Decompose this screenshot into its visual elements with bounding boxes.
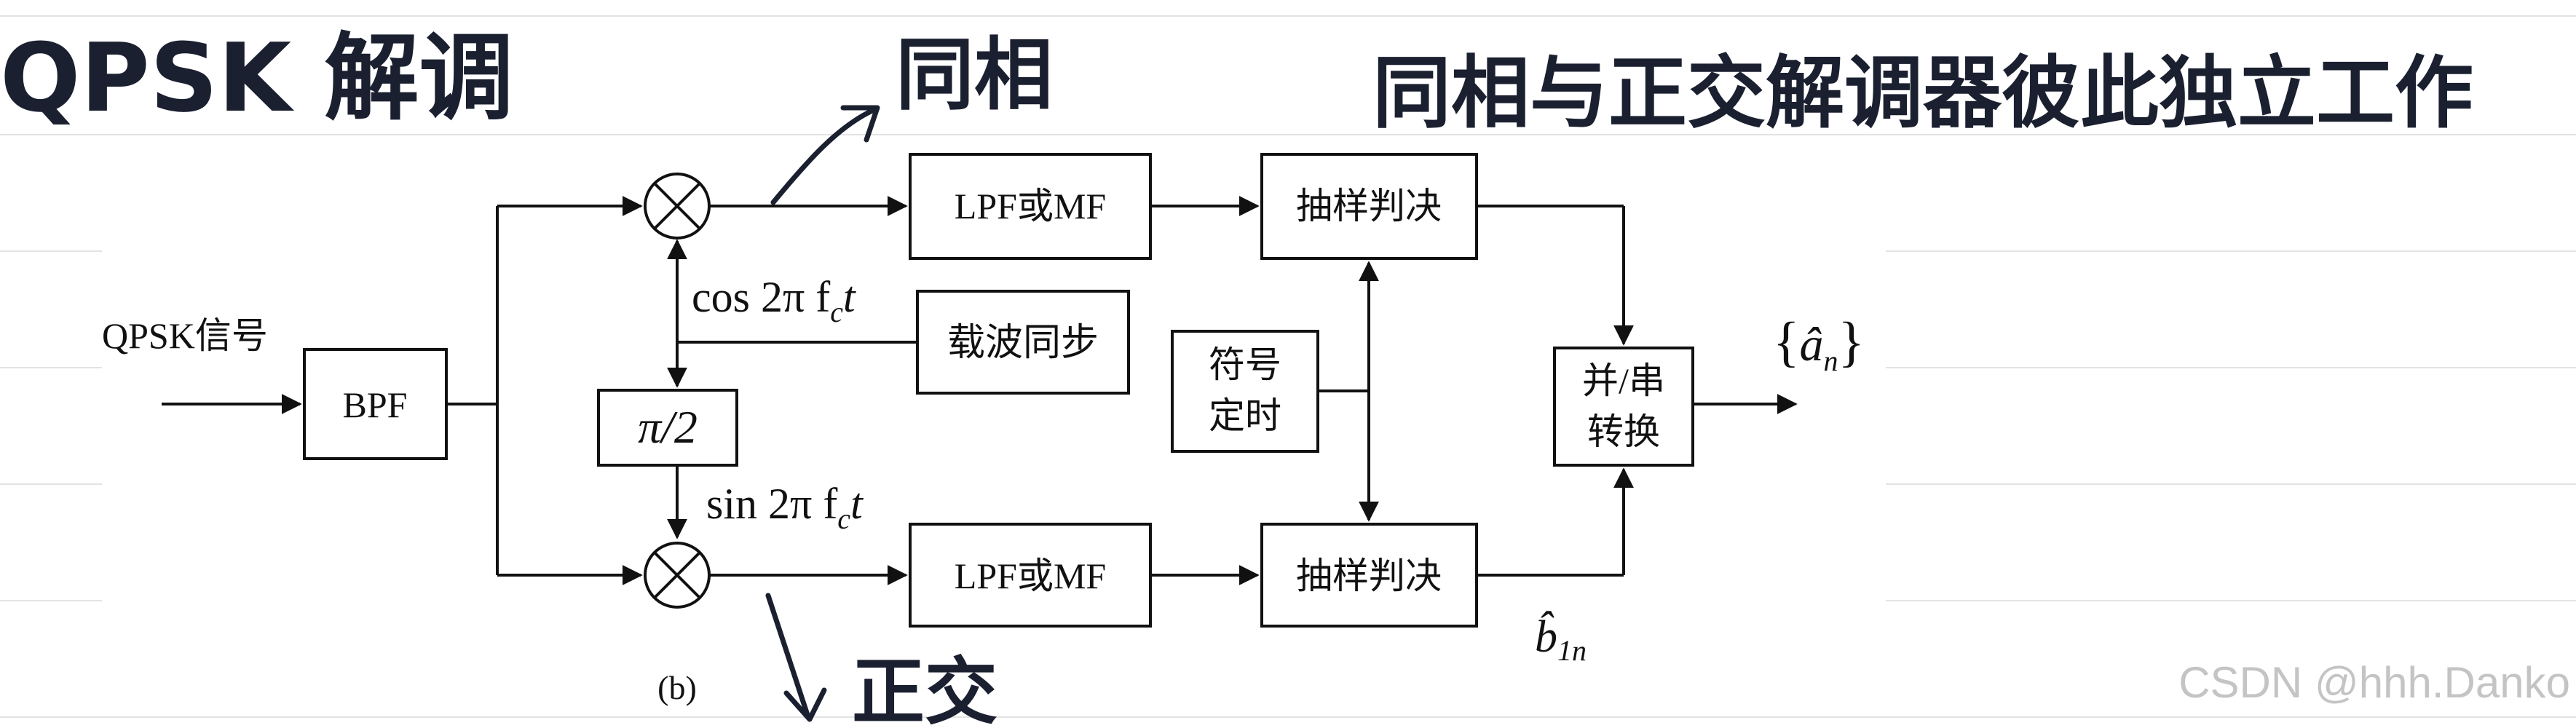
- multiplier-bottom: [644, 542, 711, 609]
- symbol-timing-line1: 符号: [1209, 344, 1281, 385]
- bottom-output-label: b̂1n: [1535, 612, 1587, 667]
- sin-label-main: sin 2π f: [706, 480, 837, 528]
- symbol-timing-line2: 定时: [1209, 395, 1281, 436]
- bottom-output-sub: 1n: [1557, 634, 1587, 667]
- output-var: â: [1799, 318, 1823, 371]
- sampler-bottom-block: [1260, 523, 1478, 628]
- symbol-timing-block: [1171, 330, 1319, 453]
- carrier-sync-label: 载波同步: [947, 323, 1099, 364]
- notes-title: QPSK 解调: [0, 23, 513, 133]
- bpf-label: BPF: [343, 384, 408, 425]
- carrier-sync-block: [916, 290, 1130, 395]
- sin-label-tail: t: [850, 480, 864, 528]
- cos-label: cos 2π fct: [692, 273, 856, 328]
- lpf-bottom-label: LPF或MF: [955, 555, 1106, 596]
- sampler-top-block: [1260, 153, 1478, 260]
- bpf-block: [303, 348, 448, 460]
- input-label: QPSK信号: [102, 315, 268, 356]
- watermark: CSDN @hhh.Danko: [2178, 658, 2570, 707]
- sampler-top-label: 抽样判决: [1296, 186, 1442, 226]
- sin-label: sin 2π fct: [706, 480, 864, 535]
- ps-converter-block: [1553, 347, 1694, 467]
- output-close-brace: }: [1838, 312, 1864, 373]
- ps-converter-line1: 并/串: [1582, 360, 1665, 401]
- cos-label-main: cos 2π f: [692, 273, 830, 321]
- notes-inphase: 同相: [896, 30, 1053, 121]
- quadrature-pointer-arrow: [765, 593, 827, 722]
- cos-label-sub: c: [830, 296, 843, 328]
- figure-caption: (b): [657, 669, 697, 706]
- sampler-bottom-label: 抽样判决: [1296, 555, 1442, 596]
- inphase-pointer-arrow: [770, 105, 880, 205]
- multiplier-top: [644, 173, 711, 240]
- output-sub: n: [1823, 344, 1838, 377]
- output-open-brace: {: [1773, 312, 1799, 373]
- phase-shift-block: [597, 389, 738, 467]
- cos-label-tail: t: [843, 273, 856, 321]
- bottom-output-var: b̂: [1535, 612, 1557, 662]
- notebook-rules: [0, 15, 2576, 718]
- output-label: {ân}: [1773, 312, 1865, 377]
- phase-shift-label: π/2: [638, 401, 698, 453]
- sin-label-sub: c: [837, 502, 850, 535]
- notes-quadrature: 正交: [852, 649, 997, 728]
- ps-converter-line2: 转换: [1587, 411, 1660, 452]
- notes-remark: 同相与正交解调器彼此独立工作: [1372, 48, 2473, 139]
- lpf-top-label: LPF或MF: [955, 186, 1106, 226]
